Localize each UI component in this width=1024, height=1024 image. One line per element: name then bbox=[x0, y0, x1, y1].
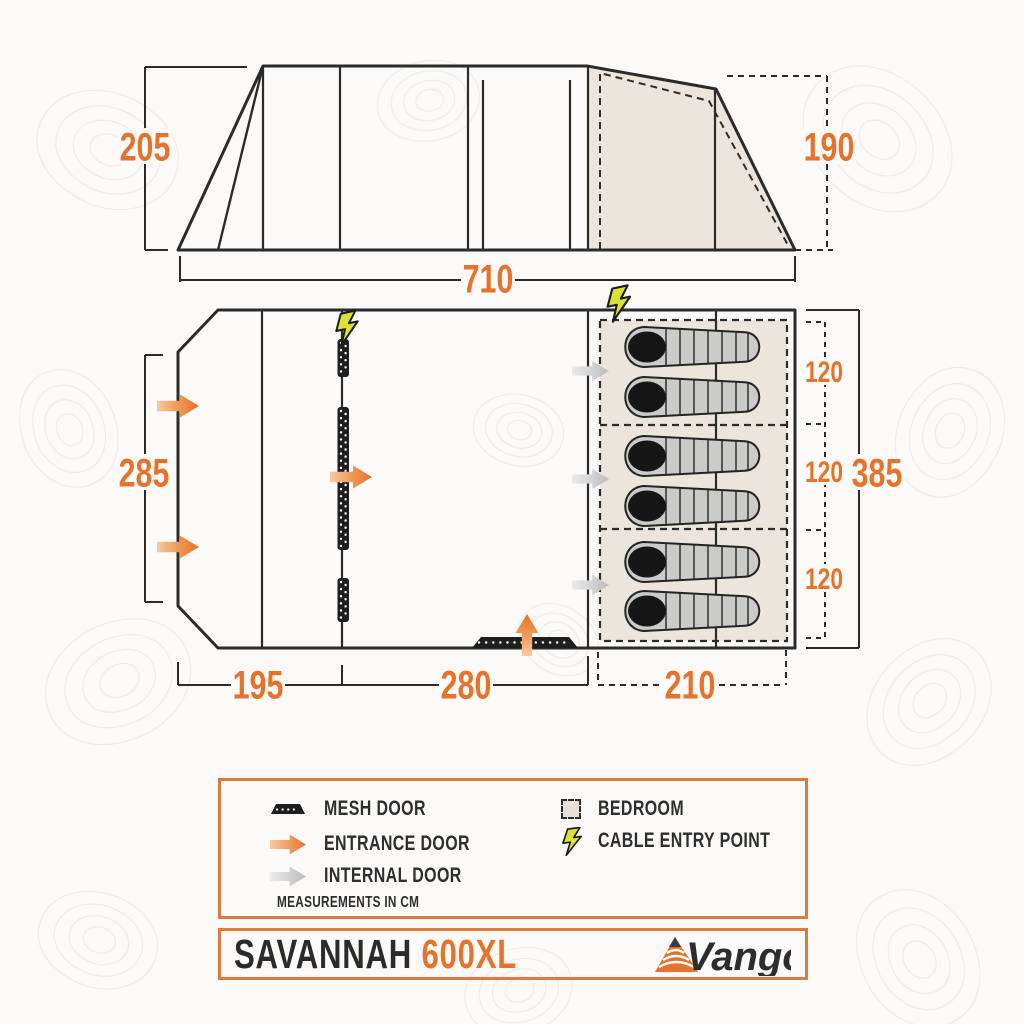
elevation-inner-slope bbox=[216, 65, 265, 251]
vango-logo: Vango bbox=[653, 932, 791, 976]
vango-logo-text: Vango bbox=[686, 935, 791, 976]
legend-label: ENTRANCE DOOR bbox=[324, 832, 470, 855]
legend-item-entrance-door: ENTRANCE DOOR bbox=[270, 831, 516, 857]
legend-units-note: MEASUREMENTS IN CM bbox=[277, 894, 420, 911]
legend-label: BEDROOM bbox=[598, 797, 685, 820]
sleeping-bag bbox=[624, 435, 761, 477]
mesh-door-rear bbox=[337, 578, 349, 622]
sleeping-bag bbox=[624, 590, 761, 632]
svg-text:195: 195 bbox=[233, 662, 284, 707]
internal-door-icon bbox=[270, 866, 306, 887]
svg-text:190: 190 bbox=[804, 124, 855, 169]
dim-side-height-rear: 190 bbox=[802, 124, 856, 169]
entrance-door-arrow bbox=[515, 614, 539, 656]
mesh-door-icon bbox=[270, 802, 306, 816]
dimension-lines bbox=[144, 66, 860, 686]
product-name: SAVANNAH bbox=[234, 930, 413, 977]
dim-total-width: 385 bbox=[849, 450, 905, 495]
dim-length: 710 bbox=[461, 256, 515, 301]
svg-text:710: 710 bbox=[463, 256, 514, 301]
entrance-door-arrow bbox=[330, 465, 372, 489]
svg-text:210: 210 bbox=[665, 662, 716, 707]
entrance-door-icon bbox=[270, 834, 306, 855]
legend-item-internal-door: INTERNAL DOOR bbox=[270, 863, 505, 889]
product-model: 600XL bbox=[421, 930, 518, 977]
dim-bedroom-bay-1: 120 bbox=[800, 355, 848, 389]
sleeping-bag bbox=[624, 326, 761, 368]
bedroom-icon bbox=[558, 799, 584, 819]
svg-text:205: 205 bbox=[120, 124, 171, 169]
plan-outline bbox=[176, 308, 797, 650]
legend-label: MESH DOOR bbox=[324, 797, 426, 820]
dim-side-height-front: 205 bbox=[118, 124, 172, 169]
cable-entry-icon bbox=[558, 826, 584, 856]
svg-text:285: 285 bbox=[119, 450, 170, 495]
product-title: SAVANNAH 600XL bbox=[234, 931, 517, 978]
svg-text:385: 385 bbox=[852, 450, 903, 495]
dim-bedroom-bay-2: 120 bbox=[800, 455, 848, 489]
dim-porch-width: 285 bbox=[117, 450, 171, 495]
dim-bedroom-bay-3: 120 bbox=[800, 562, 848, 596]
mesh-door-front bbox=[337, 339, 349, 377]
elevation-bedroom-shade bbox=[588, 68, 793, 249]
sleeping-bag bbox=[624, 541, 761, 583]
dim-front-section: 195 bbox=[231, 662, 285, 707]
legend-box bbox=[218, 778, 808, 919]
legend-item-bedroom: BEDROOM bbox=[558, 796, 711, 822]
svg-text:120: 120 bbox=[805, 355, 843, 389]
sleeping-bag bbox=[624, 376, 761, 418]
title-bar: SAVANNAH 600XL Vango bbox=[218, 928, 808, 980]
svg-text:280: 280 bbox=[441, 662, 492, 707]
elevation-bedroom-dashed-outline bbox=[599, 71, 790, 249]
elevation-dividers bbox=[261, 66, 717, 250]
cable-entry-icon bbox=[603, 284, 636, 324]
elevation-outline bbox=[176, 64, 797, 252]
svg-text:120: 120 bbox=[805, 455, 843, 489]
dim-bedroom-section: 210 bbox=[663, 662, 717, 707]
floor-plan-view bbox=[157, 284, 797, 656]
legend-label: INTERNAL DOOR bbox=[324, 864, 462, 887]
legend-item-cable-entry: CABLE ENTRY POINT bbox=[558, 826, 825, 856]
legend-label: CABLE ENTRY POINT bbox=[598, 829, 771, 852]
sleeping-bag bbox=[624, 485, 761, 527]
svg-text:120: 120 bbox=[805, 562, 843, 596]
dim-living-section: 280 bbox=[439, 662, 493, 707]
bedroom-area bbox=[600, 320, 787, 641]
legend-item-mesh-door: MESH DOOR bbox=[270, 796, 458, 822]
side-elevation-view bbox=[176, 64, 797, 252]
